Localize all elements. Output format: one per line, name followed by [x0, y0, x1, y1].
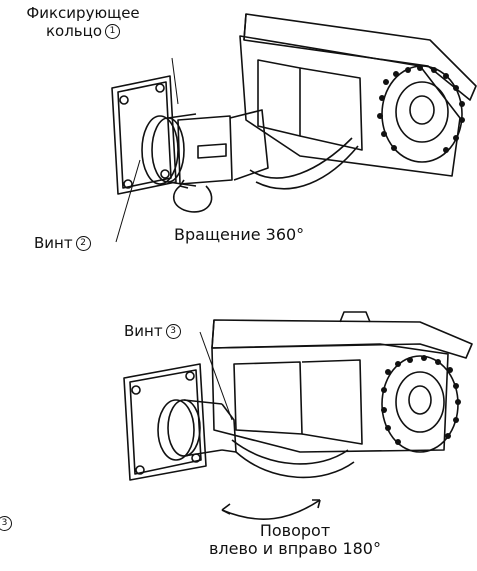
fixing-ring-top [141, 115, 179, 185]
margin-marker: 3 [0, 514, 12, 532]
pan-label-line1: Поворот [259, 521, 331, 540]
mount-plate-top [111, 75, 177, 195]
pan-label: Поворот влево и вправо 180° [150, 522, 440, 558]
callout-3: 3 [165, 324, 181, 339]
pan-arrow [221, 499, 321, 520]
margin-callout: 3 [0, 516, 12, 531]
screw-3-text: Винт [124, 322, 163, 340]
pan-label-line2: влево и вправо 180° [209, 539, 381, 558]
fixing-ring-label-word: кольцо [45, 22, 103, 40]
fixing-ring-label-line1: Фиксирующее [26, 4, 140, 22]
rotation-arrow [172, 185, 213, 213]
callout-2: 2 [75, 236, 91, 251]
rotation-label: Вращение 360° [174, 225, 305, 244]
callout-1: 1 [105, 24, 121, 39]
mount-plate-bottom [123, 363, 207, 481]
screw-2-text: Винт [34, 234, 73, 252]
